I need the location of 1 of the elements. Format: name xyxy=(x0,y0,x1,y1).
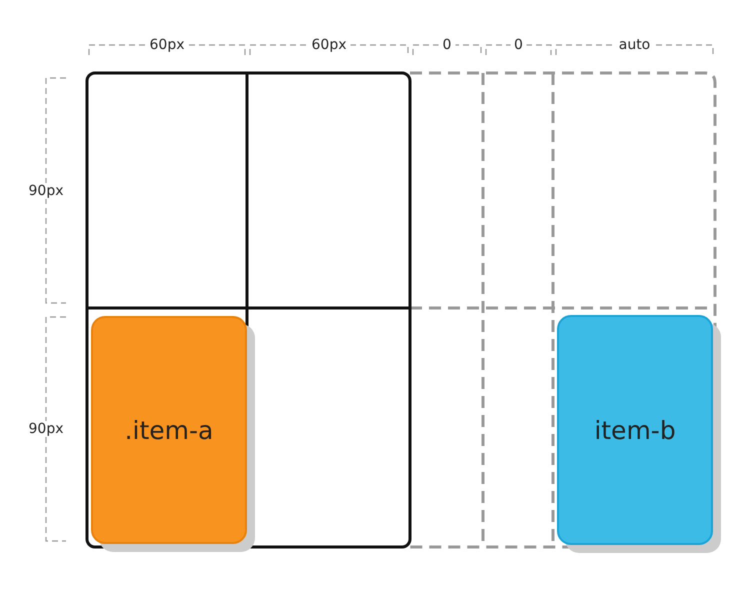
dimension-label: 60px xyxy=(308,37,350,53)
